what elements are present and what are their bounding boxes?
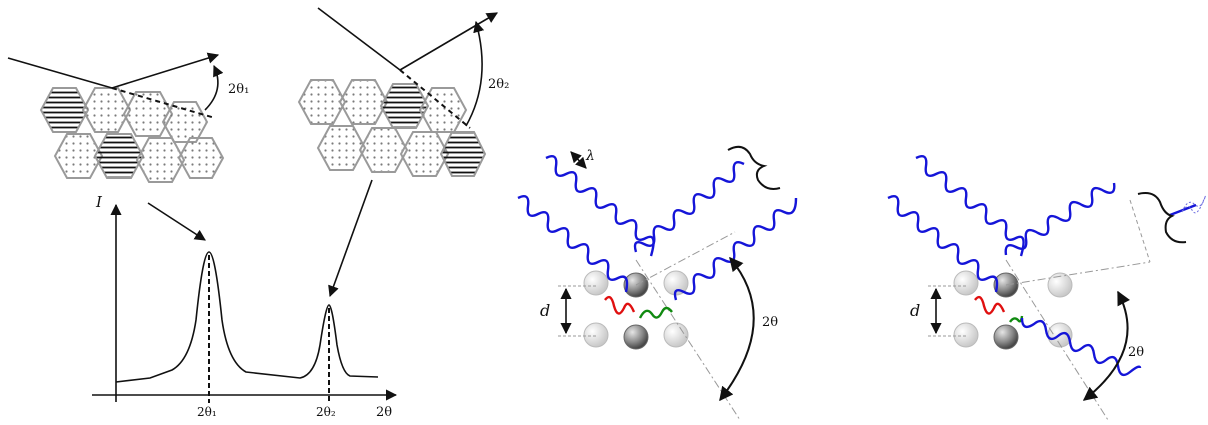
x-tick-1: 2θ₁ — [197, 405, 217, 419]
two-theta-arc — [719, 256, 755, 402]
pointer-arrow-2 — [328, 179, 373, 298]
grain — [439, 131, 487, 177]
grain — [399, 131, 450, 177]
grain — [161, 101, 209, 143]
atom — [583, 270, 609, 296]
angle-label-1: 2θ₁ — [228, 82, 249, 97]
incident-wave-2 — [517, 195, 629, 293]
wavelength-label: λ — [585, 148, 595, 164]
atom — [993, 324, 1019, 350]
beam-2: 2θ₂ — [317, 7, 509, 129]
path-difference-green — [638, 306, 673, 319]
grain — [418, 87, 468, 133]
path-difference-red — [604, 295, 636, 315]
wavefront-bracket — [727, 145, 781, 190]
bragg-constructive: λ d 2θ — [517, 145, 798, 421]
diffractogram: I 2θ 2θ₁ 2θ₂ — [92, 193, 398, 420]
diffracted-wave-2 — [673, 197, 798, 301]
powder-grains-left — [39, 87, 225, 183]
intensity-curve — [115, 251, 379, 383]
path-difference-green — [1009, 315, 1024, 323]
grain — [177, 137, 225, 179]
x-tick-2: 2θ₂ — [316, 405, 336, 419]
path-difference-red — [974, 295, 1006, 315]
cancelled-wave-ghost — [1181, 195, 1207, 214]
grain — [379, 83, 430, 129]
angle-label-2: 2θ₂ — [488, 77, 509, 92]
atom — [953, 322, 979, 348]
x-axis-label: 2θ — [376, 405, 392, 420]
d-spacing-label: d — [910, 301, 920, 320]
diffracted-wave-2 — [1020, 317, 1142, 377]
grain — [316, 125, 367, 171]
grain — [358, 127, 409, 173]
two-theta-arc — [1082, 290, 1131, 401]
two-theta-label: 2θ — [1128, 345, 1144, 360]
bragg-destructive: d 2θ — [887, 155, 1207, 421]
beam-1: 2θ₁ — [7, 52, 249, 119]
grain — [81, 87, 132, 133]
diffracted-wave-1 — [1004, 182, 1116, 256]
atom — [1047, 272, 1073, 298]
grain — [122, 91, 174, 137]
grain — [297, 79, 347, 125]
diffracted-wave-1 — [633, 161, 745, 253]
two-theta-label: 2θ — [762, 315, 778, 330]
powder-grains-right — [297, 79, 487, 177]
incident-wave-1 — [915, 155, 1025, 257]
atom — [663, 322, 689, 348]
atom — [583, 322, 609, 348]
grain — [39, 87, 90, 133]
wavefront-bracket — [1137, 192, 1187, 244]
wavelength-marker — [570, 151, 587, 169]
atom — [953, 270, 979, 296]
grain — [135, 137, 186, 183]
grain — [53, 133, 104, 179]
incident-wave-1 — [545, 155, 655, 257]
incident-wave-2 — [887, 195, 999, 293]
d-spacing-label: d — [540, 301, 550, 320]
pointer-arrow-1 — [147, 202, 206, 241]
grain — [338, 79, 389, 125]
grain — [93, 133, 145, 179]
y-axis-label: I — [95, 193, 103, 211]
atom — [623, 324, 649, 350]
